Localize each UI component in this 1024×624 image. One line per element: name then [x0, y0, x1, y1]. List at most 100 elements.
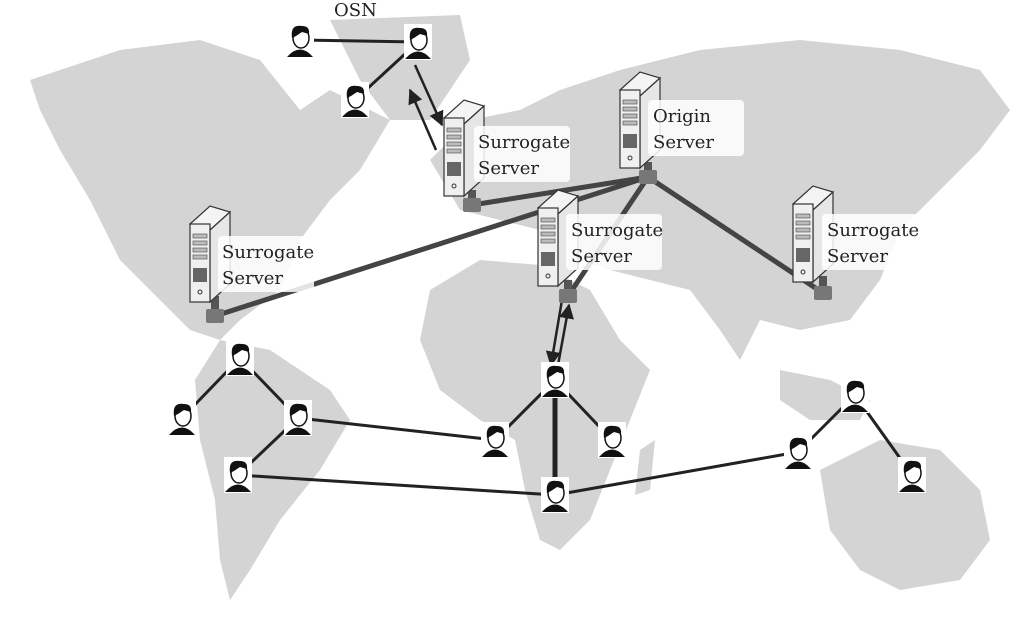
user-icon: [898, 457, 926, 493]
drive-bay: [540, 217, 556, 223]
origin-server-label-2: Server: [653, 132, 714, 153]
user-icon: [284, 400, 312, 436]
user-body: [542, 504, 568, 512]
user-icon: [541, 477, 569, 513]
user-hair: [789, 437, 808, 450]
africa-server-label-2: Server: [571, 246, 632, 267]
network-hub: [639, 170, 657, 184]
drive-bay: [540, 231, 556, 237]
user-hair: [291, 25, 310, 38]
user-body: [169, 427, 195, 435]
osn-label: OSN: [334, 0, 377, 21]
user-icon: [784, 434, 812, 470]
drive-bay: [795, 220, 811, 226]
server-stem: [468, 190, 476, 205]
request-arrow: [408, 88, 438, 151]
user-body: [542, 389, 568, 397]
nodes: [168, 22, 926, 513]
user-body: [285, 427, 311, 435]
drive-bay: [795, 227, 811, 233]
user-icon: [224, 457, 252, 493]
power-led: [627, 155, 633, 161]
drive-bay: [622, 120, 638, 126]
user-link: [554, 450, 799, 497]
power-led: [197, 289, 203, 295]
power-led: [545, 273, 551, 279]
user-icon: [541, 362, 569, 398]
drive-bay: [192, 254, 208, 260]
vent: [796, 248, 810, 262]
user-icon: [168, 400, 196, 436]
drive-bay: [622, 113, 638, 119]
user-icon: [341, 82, 369, 118]
drive-bay: [540, 238, 556, 244]
america-server-label-2: Server: [222, 268, 283, 289]
label-bg: [648, 100, 744, 156]
user-link: [297, 416, 496, 442]
europe-server-label-2: Server: [478, 158, 539, 179]
user-hair: [229, 460, 248, 473]
user-hair: [546, 480, 565, 493]
user-body: [899, 484, 925, 492]
drive-bay: [192, 233, 208, 239]
madagascar: [635, 440, 655, 495]
user-hair: [409, 27, 428, 40]
user-icon: [226, 340, 254, 376]
origin-server-label-1: Origin: [653, 106, 711, 127]
user-hair: [173, 403, 192, 416]
drive-bay: [446, 148, 462, 154]
vent: [193, 268, 207, 282]
user-body: [482, 449, 508, 457]
user-body: [287, 49, 313, 57]
user-link: [299, 38, 419, 44]
user-body: [405, 51, 431, 59]
world-map: [30, 15, 1010, 600]
drive-bay: [192, 247, 208, 253]
label-bg: [822, 214, 922, 270]
vent: [541, 252, 555, 266]
server-stem: [211, 296, 219, 316]
user-body: [342, 109, 368, 117]
network-hub: [559, 289, 577, 303]
drive-bay: [192, 240, 208, 246]
power-led: [451, 183, 457, 189]
label-bg: [474, 126, 570, 182]
server-stem: [644, 162, 652, 177]
network-hub: [814, 286, 832, 300]
label-bg: [218, 236, 314, 292]
user-hair: [603, 425, 622, 438]
drive-bay: [622, 106, 638, 112]
user-hair: [546, 365, 565, 378]
label-bg: [566, 214, 662, 270]
drive-bay: [795, 234, 811, 240]
north-america: [30, 40, 390, 340]
user-link: [237, 473, 556, 497]
africa-server-label-1: Surrogate: [571, 220, 663, 241]
user-body: [785, 461, 811, 469]
user-body: [227, 367, 253, 375]
network-hub: [206, 309, 224, 323]
drive-bay: [446, 134, 462, 140]
user-body: [599, 449, 625, 457]
server-stem: [564, 280, 572, 296]
drive-bay: [540, 224, 556, 230]
europe-asia: [430, 40, 1010, 360]
server-stem: [819, 276, 827, 293]
user-icon: [286, 22, 314, 58]
america-server-label-1: Surrogate: [222, 242, 314, 263]
drive-bay: [446, 141, 462, 147]
request-arrow: [413, 64, 444, 127]
drive-bay: [622, 99, 638, 105]
africa: [420, 260, 650, 550]
asia-server-label-2: Server: [827, 246, 888, 267]
user-icon: [404, 24, 432, 60]
user-hair: [903, 460, 922, 473]
user-hair: [231, 343, 250, 356]
user-hair: [346, 85, 365, 98]
user-body: [225, 484, 251, 492]
user-hair: [846, 380, 865, 393]
europe-server-label-1: Surrogate: [478, 132, 570, 153]
user-hair: [486, 425, 505, 438]
